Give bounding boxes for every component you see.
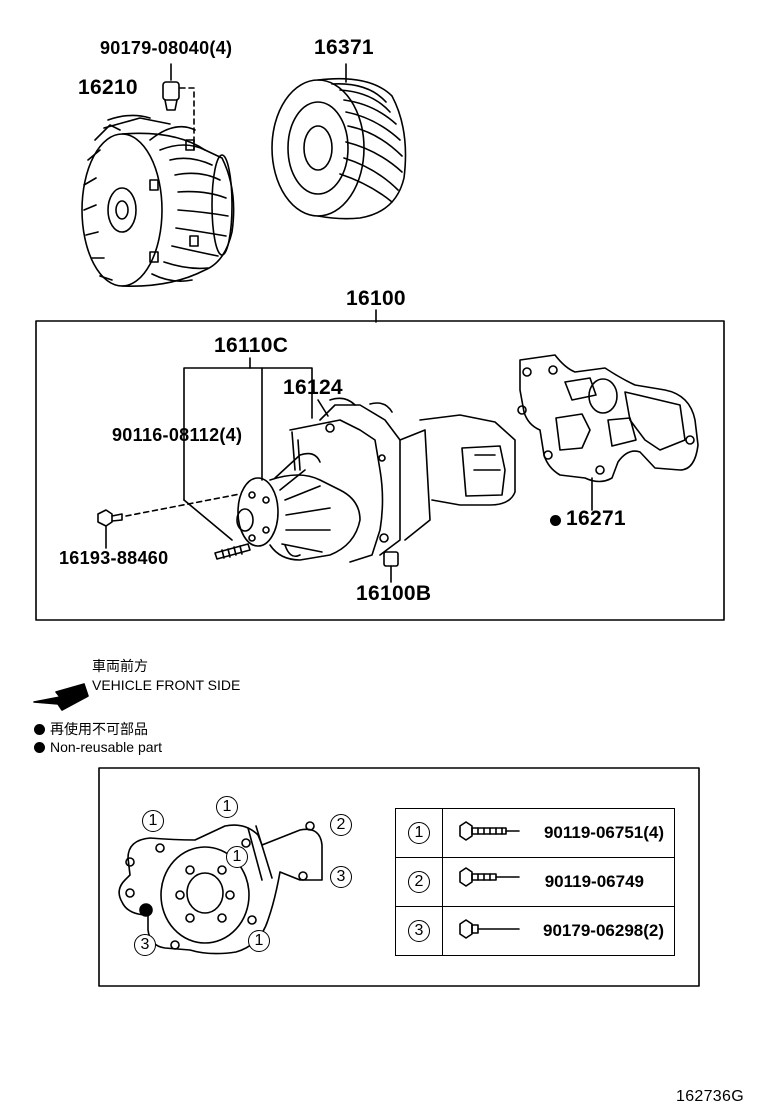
water-pump-assembly-frame: [35, 309, 725, 621]
pump-sub-leader: [183, 357, 329, 541]
bolt-type-number: 3: [408, 920, 430, 942]
bolt-detail-frame: [98, 767, 700, 987]
bolt-type-number: 1: [408, 822, 430, 844]
legend-nonreuse-en: Non-reusable part: [50, 739, 163, 755]
label-pulley: 16371: [314, 36, 374, 59]
fan-bolt-drawing: [162, 63, 195, 151]
table-row: 3 90179-06298(2): [395, 906, 675, 956]
table-cell-part: 90179-06298(2): [442, 906, 675, 956]
bolt-part-number: 90119-06751(4): [543, 823, 664, 842]
marker-bolt-type: 1: [226, 846, 248, 868]
label-gasket: 16271: [550, 507, 626, 531]
table-cell-part: 90119-06749: [442, 857, 675, 907]
legend-nonreuse-jp: 再使用不可部品: [50, 721, 148, 737]
gasket-drawing: [517, 354, 699, 511]
table-cell-num: 1: [395, 808, 443, 858]
marker-bolt-type: 3: [330, 866, 352, 888]
bolt-table: 1 90119-06751(4) 2 90119-06749 3 90179-0…: [395, 808, 675, 956]
bolt-part-number: 90119-06749: [544, 872, 644, 891]
bolt-part-number: 90179-06298(2): [543, 921, 664, 940]
marker-bolt-type: 1: [248, 930, 270, 952]
pulley-drawing: [271, 63, 407, 220]
label-fan-bolt: 90179-08040(4): [100, 38, 233, 58]
fan-clutch-drawing: [81, 114, 235, 287]
legend-front-en: VEHICLE FRONT SIDE: [92, 677, 241, 693]
marker-bolt-type: 1: [142, 810, 164, 832]
legend-nonreuse-en-row: Non-reusable part: [34, 739, 162, 755]
stud-drawing: [214, 543, 251, 560]
label-pump-sub: 16110C: [214, 334, 289, 357]
nonreusable-dot-icon: [550, 515, 561, 526]
label-pump-assembly: 16100: [346, 287, 406, 310]
table-cell-num: 3: [395, 906, 443, 956]
nonreusable-dot-icon: [34, 742, 45, 753]
bolt-type-number: 2: [408, 871, 430, 893]
front-arrow-drawing: [33, 683, 89, 711]
pump-front-view-drawing: [118, 821, 323, 955]
marker-bolt-type: 3: [134, 934, 156, 956]
label-pump-b: 16100B: [356, 582, 432, 605]
label-plug: 16193-88460: [59, 548, 169, 568]
table-cell-part: 90119-06751(4): [442, 808, 675, 858]
figure-id: 162736G: [676, 1088, 744, 1105]
nonreusable-dot-icon: [34, 724, 45, 735]
label-gasket-number: 16271: [566, 507, 626, 530]
table-cell-num: 2: [395, 857, 443, 907]
label-fan-clutch: 16210: [78, 76, 138, 99]
water-pump-drawing: [236, 397, 516, 563]
table-row: 2 90119-06749: [395, 857, 675, 907]
marker-bolt-type: 1: [216, 796, 238, 818]
drain-cap-drawing: [383, 551, 399, 583]
label-small-gasket: 16124: [283, 376, 343, 399]
legend-nonreuse-jp-row: 再使用不可部品: [34, 719, 148, 739]
label-stud: 90116-08112(4): [112, 425, 243, 445]
plug-drawing: [97, 493, 241, 549]
legend-front-jp: 車両前方: [92, 658, 148, 674]
table-row: 1 90119-06751(4): [395, 808, 675, 858]
marker-bolt-type: 2: [330, 814, 352, 836]
